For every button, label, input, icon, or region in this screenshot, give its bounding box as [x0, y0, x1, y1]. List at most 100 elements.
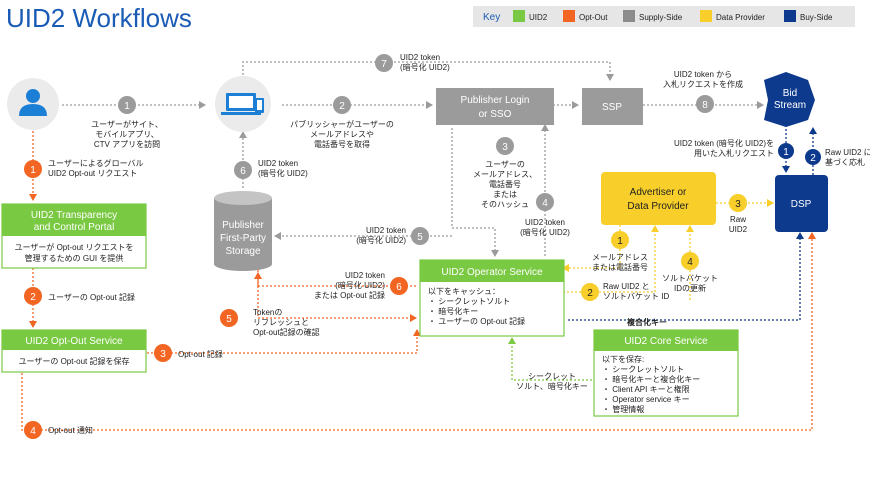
optout-service-title: UID2 Opt-Out Service	[25, 336, 123, 347]
step-y4-number: 4	[687, 257, 693, 268]
step-g6: 6 UID2 token (暗号化 UID2)	[234, 159, 308, 179]
step-g2-text-3: 電話番号を取得	[314, 139, 370, 149]
flow-operator-to-dsp	[568, 232, 804, 321]
advertiser-label-2: Data Provider	[627, 201, 689, 212]
step-g3-text-2: メールアドレス、	[473, 170, 537, 179]
step-y1-number: 1	[617, 236, 623, 247]
core-service-body-3: ・ 暗号化キーと複合化キー	[602, 374, 700, 384]
tcp-node: UID2 Transparency and Control Portal ユーザ…	[1, 203, 147, 269]
operator-service-node: UID2 Operator Service 以下をキャッシュ： ・ シークレット…	[419, 259, 565, 337]
step-g4: 4 UID2 token (暗号化 UID2)	[520, 193, 570, 237]
storage-label-3: Storage	[225, 246, 260, 257]
step-g3-text-5: そのハッシュ	[481, 200, 529, 209]
step-g4-number: 4	[542, 198, 548, 209]
storage-label-2: First-Party	[220, 233, 266, 244]
operator-service-body-3: ・ 暗号化キー	[428, 306, 478, 316]
publisher-login-node: Publisher Login or SSO	[436, 88, 554, 125]
flow-login-to-operator	[451, 128, 499, 257]
step-g1-text-1: ユーザーがサイト、	[91, 119, 163, 129]
step-o5: 5 Tokenの リフレッシュと Opt-out記録の確認	[220, 308, 320, 337]
publisher-login-label-2: or SSO	[479, 109, 512, 120]
legend-swatch-buyside	[784, 10, 796, 22]
operator-service-body-2: ・ シークレットソルト	[428, 297, 510, 306]
step-y3-text-1: Raw	[730, 215, 746, 224]
legend-swatch-optout	[563, 10, 575, 22]
user-icon	[19, 89, 47, 116]
step-o1-text-2: UID2 Opt-out リクエスト	[48, 169, 137, 178]
step-o6-text-1: UID2 token	[345, 271, 385, 280]
tcp-body-2: 管理するための GUI を提供	[25, 253, 124, 263]
legend-label-optout: Opt-Out	[579, 13, 608, 22]
tcp-body-1: ユーザーが Opt-out リクエストを	[15, 242, 134, 252]
step-o3-number: 3	[160, 349, 166, 360]
bid-stream-node: Bid Stream	[764, 72, 815, 127]
step-g6-number: 6	[240, 166, 246, 177]
publisher-login-label-1: Publisher Login	[461, 95, 530, 106]
step-b1-text-1: UID2 token (暗号化 UID2)を	[674, 138, 774, 148]
step-g5-number: 5	[417, 232, 423, 243]
step-g5-text-1: UID2 token	[366, 226, 406, 235]
operator-service-body-1: 以下をキャッシュ：	[428, 287, 500, 296]
step-b2-text-2: 基づく応札	[825, 157, 865, 167]
step-g6-text-2: (暗号化 UID2)	[258, 168, 308, 178]
step-g3-text-1: ユーザーの	[485, 160, 525, 169]
step-o6-number: 6	[396, 282, 402, 293]
legend-label-buyside: Buy-Side	[800, 13, 833, 22]
step-o1-text-1: ユーザーによるグローバル	[48, 158, 144, 168]
step-g2: 2 パブリッシャーがユーザーの メールアドレスや 電話番号を取得	[290, 96, 394, 149]
flow-optout-to-operator	[147, 329, 421, 354]
step-g1-text-2: モバイルアプリ、	[95, 130, 159, 139]
step-g7-text-1: UID2 token	[400, 53, 440, 62]
step-g5-text-2: (暗号化 UID2)	[356, 235, 406, 245]
advertiser-node: Advertiser or Data Provider	[601, 172, 716, 225]
step-g7: 7 UID2 token (暗号化 UID2)	[375, 53, 450, 72]
bid-stream-label-2: Stream	[774, 100, 806, 111]
step-y2-text-1: Raw UID2 と	[603, 282, 650, 291]
core-service-node: UID2 Core Service 以下を保存: ・ シークレットソルト ・ 暗…	[593, 329, 739, 417]
legend-swatch-uid2	[513, 10, 525, 22]
legend-label-supply: Supply-Side	[639, 13, 683, 22]
core-service-body-5: ・ Operator service キー	[602, 395, 690, 404]
step-b1: 1 UID2 token (暗号化 UID2)を 用いた入札リクエスト	[674, 138, 794, 159]
step-g8-text-2: 入札リクエストを作成	[663, 79, 743, 89]
step-g3: 3 ユーザーの メールアドレス、 電話番号 または そのハッシュ	[473, 137, 537, 209]
step-o2-text: ユーザーの Opt-out 記録	[48, 292, 135, 302]
core-to-operator-label-1: シークレット	[528, 372, 576, 381]
legend-swatch-dataprovider	[700, 10, 712, 22]
devices-icon	[221, 93, 264, 115]
step-b1-text-2: 用いた入札リクエスト	[694, 148, 774, 158]
step-g2-text-1: パブリッシャーがユーザーの	[290, 119, 394, 129]
flow-advertiser-to-operator	[562, 225, 621, 272]
dsp-label: DSP	[791, 199, 812, 210]
step-o6-text-2: (暗号化 UID2)	[335, 280, 385, 290]
step-g8-number: 8	[702, 100, 708, 111]
step-o5-text-2: リフレッシュと	[253, 318, 309, 327]
step-o4-text: Opt-out 通知	[48, 425, 93, 435]
step-o4-number: 4	[30, 426, 36, 437]
step-o1-number: 1	[30, 165, 36, 176]
step-g3-number: 3	[502, 142, 508, 153]
core-to-operator-label-2: ソルト、暗号化キー	[516, 381, 588, 391]
step-o4: 4 Opt-out 通知	[24, 421, 93, 439]
flow-token-to-ssp	[242, 61, 614, 81]
flow-optout-notification	[21, 232, 816, 431]
step-y2: 2 Raw UID2 と ソルトバケット ID	[581, 282, 669, 301]
step-b2-text-1: Raw UID2 に	[825, 148, 870, 157]
step-o2-number: 2	[30, 292, 36, 303]
user-node	[7, 78, 59, 130]
optout-service-node: UID2 Opt-Out Service ユーザーの Opt-out 記録を保存	[1, 329, 147, 373]
step-y1-text-2: または電話番号	[592, 262, 648, 272]
bid-stream-label-1: Bid	[783, 88, 797, 99]
step-y1-text-1: メールアドレス	[592, 253, 648, 262]
step-y4-text-1: ソルトバケット	[662, 274, 718, 283]
step-g4-text-2: (暗号化 UID2)	[520, 227, 570, 237]
tcp-title-1: UID2 Transparency	[31, 210, 117, 221]
step-g8: 8 UID2 token から 入札リクエストを作成	[663, 70, 743, 113]
operator-service-body-4: ・ ユーザーの Opt-out 記録	[428, 316, 525, 326]
optout-service-body: ユーザーの Opt-out 記録を保存	[19, 356, 130, 366]
step-y4-text-2: IDの更新	[674, 283, 706, 293]
step-g1-number: 1	[124, 101, 130, 112]
publisher-storage-node: Publisher First-Party Storage	[214, 191, 272, 271]
step-g2-text-2: メールアドレスや	[310, 130, 374, 139]
